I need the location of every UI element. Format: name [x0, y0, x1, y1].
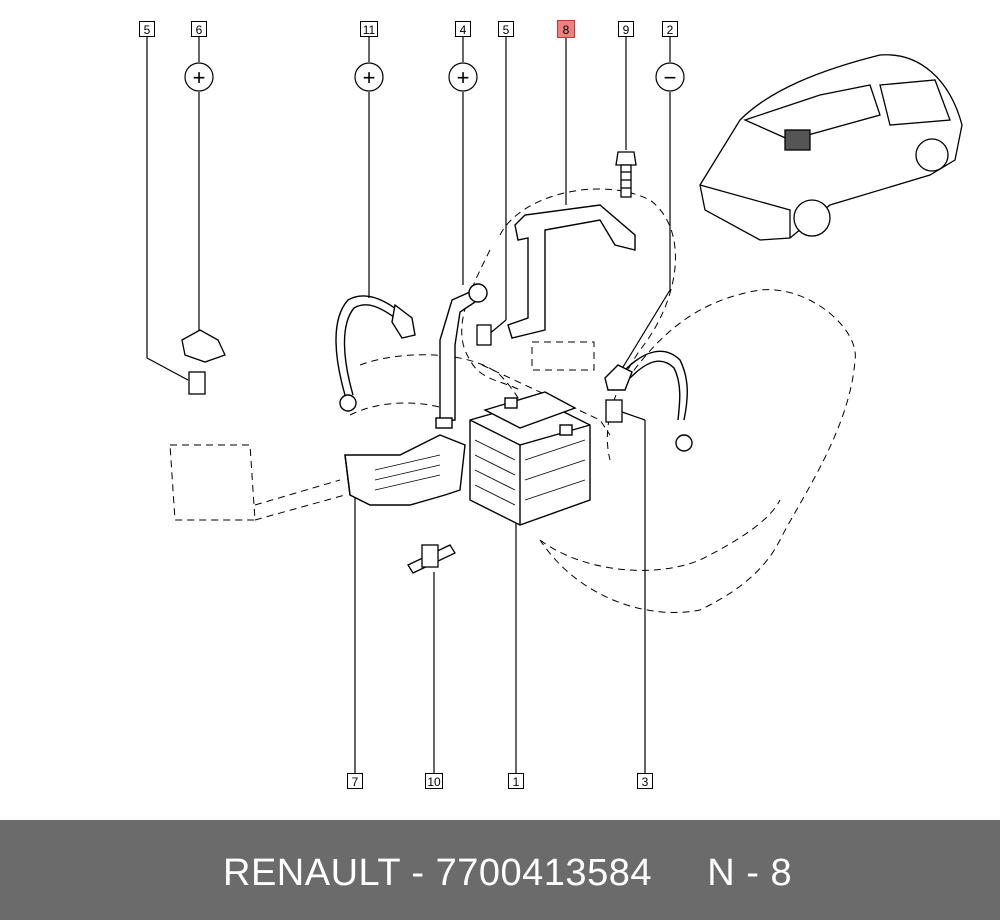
terminal-nut-2: [605, 399, 623, 423]
positive-lead-part: [435, 283, 488, 429]
callout-5-second: 5: [498, 21, 514, 37]
fuse-cover-part: [344, 434, 466, 506]
plus-circle-6: [184, 62, 214, 92]
plus-sign-6: +: [193, 65, 206, 90]
phantom-link: [254, 479, 341, 506]
footer-bar: [0, 820, 1000, 920]
phantom-outline-fuse: [349, 402, 451, 416]
positive-cable-part: [335, 295, 416, 412]
plus-sign-4: +: [457, 65, 470, 90]
callout-4: 4: [455, 21, 471, 37]
callout-7: 7: [347, 773, 363, 789]
phantom-outline-seat: [539, 289, 856, 613]
phantom-outline-lower: [539, 499, 781, 571]
callout-2: 2: [662, 21, 678, 37]
negative-cable-part: [604, 350, 693, 452]
callout-10: 10: [425, 773, 443, 789]
terminal-clamps: [181, 324, 623, 423]
vehicle-locator-icon: [699, 54, 963, 241]
phantom-fusebox: [169, 444, 256, 521]
phantom-outline-left: [461, 249, 521, 391]
minus-sign-2: −: [664, 65, 677, 90]
battery-assembly-diagram: + + + −: [146, 37, 963, 773]
fuse-part: [407, 544, 456, 574]
phantom-label-box: [531, 341, 595, 371]
callout-8-highlighted: 8: [557, 20, 575, 38]
battery-strap-part: [507, 204, 636, 339]
terminal-nut-5a: [188, 371, 206, 395]
callout-5: 5: [139, 21, 155, 37]
callout-9: 9: [618, 21, 634, 37]
part-number-caption: RENAULT - 7700413584 N - 8: [223, 852, 793, 894]
callout-6: 6: [191, 21, 207, 37]
battery-part: [469, 391, 591, 526]
minus-circle-2: [655, 62, 685, 92]
callout-3: 3: [637, 773, 653, 789]
terminal-clamp-6: [181, 329, 226, 363]
plus-circle-4: [448, 62, 478, 92]
leader-3-b: [621, 411, 646, 421]
callout-11: 11: [360, 21, 378, 37]
phantom-link-2: [254, 494, 346, 521]
callout-1: 1: [508, 773, 524, 789]
phantom-outline-upper: [499, 188, 676, 461]
plus-circle-11: [354, 62, 384, 92]
leader-2-c: [619, 289, 671, 373]
leader-5a-b: [146, 357, 189, 381]
bolt-part: [615, 151, 637, 198]
terminal-nut-5b: [476, 324, 492, 346]
plus-sign-11: +: [363, 65, 376, 90]
